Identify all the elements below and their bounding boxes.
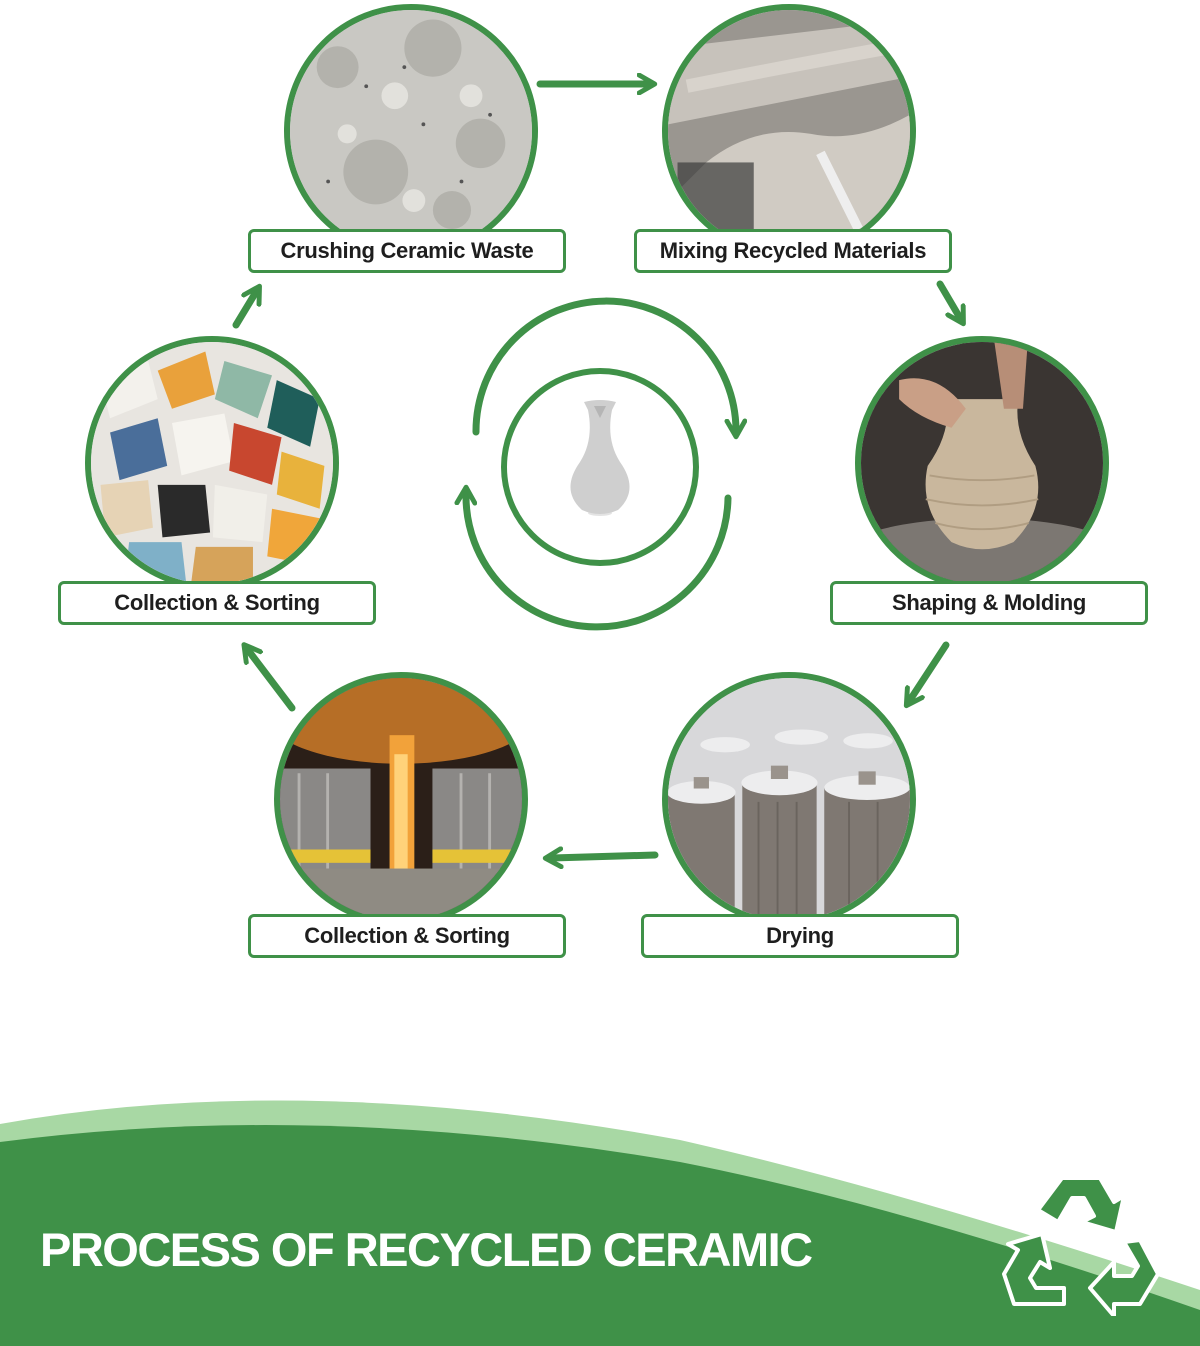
step-label: Collection & Sorting <box>248 914 566 958</box>
mixing-slurry-image <box>662 4 916 258</box>
step-label: Drying <box>641 914 959 958</box>
arrow-mixing-to-shaping <box>936 280 960 318</box>
crushed-ceramic-image <box>284 4 538 258</box>
kiln-firing-image <box>274 672 528 926</box>
process-arrows <box>232 0 1200 1000</box>
white-vase-image <box>570 400 630 516</box>
recycle-icon <box>1002 1176 1160 1316</box>
drying-jars-image <box>662 672 916 926</box>
arrow-collection-to-crushing <box>232 292 256 329</box>
arrow-shaping-to-drying <box>910 641 950 700</box>
footer-banner <box>0 1100 1200 1346</box>
step-label: Mixing Recycled Materials <box>634 229 952 273</box>
ceramic-shards-image <box>85 336 339 590</box>
step-label: Crushing Ceramic Waste <box>248 229 566 273</box>
arrow-drying-to-firing <box>552 855 659 858</box>
arrow-firing-to-collection <box>248 650 296 712</box>
recycle-cycle-icon <box>466 297 736 631</box>
pottery-wheel-image <box>855 336 1109 590</box>
step-label: Collection & Sorting <box>58 581 376 625</box>
footer-title: PROCESS OF RECYCLED CERAMIC <box>40 1223 813 1276</box>
step-label: Shaping & Molding <box>830 581 1148 625</box>
